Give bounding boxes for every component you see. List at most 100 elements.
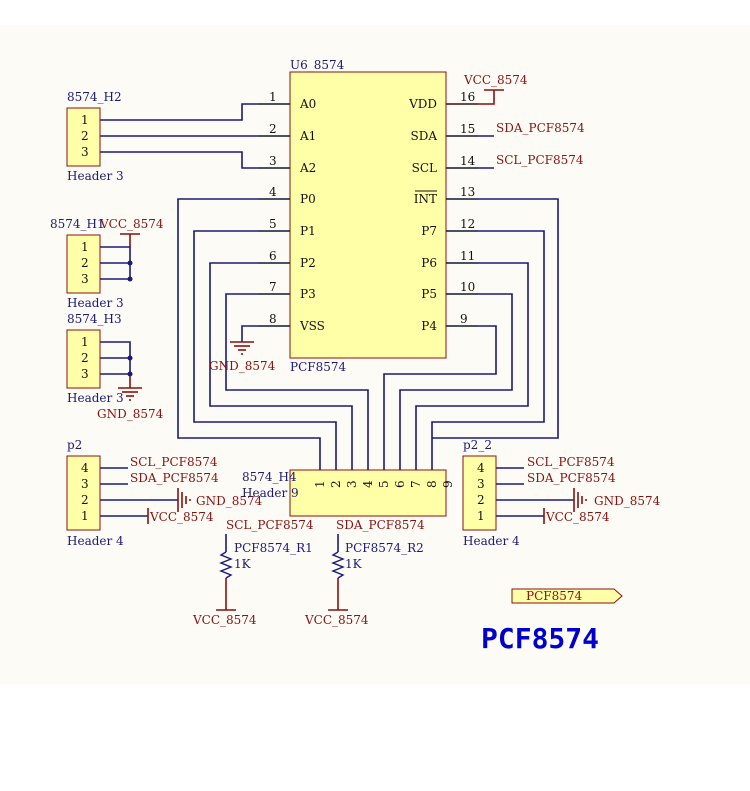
- pin-num-14: 14: [460, 154, 476, 168]
- header-h4-pin-7: 7: [409, 480, 423, 488]
- resistor-r1-shape: [219, 551, 233, 579]
- junction-h3-b: [127, 371, 133, 377]
- header-h4-pin-3: 3: [345, 480, 359, 488]
- pin-name-p7: P7: [421, 224, 437, 238]
- header-p2-pin-3: 3: [81, 477, 89, 491]
- header-p22-pin-4: 4: [477, 461, 485, 475]
- pin-num-16: 16: [460, 90, 475, 104]
- port-label: PCF8574: [526, 589, 582, 603]
- pin-num-6: 6: [269, 249, 277, 263]
- pin-name-p4: P4: [421, 319, 437, 333]
- header-h4-type: Header 9: [242, 486, 299, 500]
- pin-name-scl: SCL: [412, 161, 437, 175]
- junction-h1-b: [127, 276, 133, 282]
- resistor-r2-bottom-net: VCC_8574: [304, 613, 369, 627]
- header-h4-pin-9: 9: [441, 480, 455, 488]
- pin-num-5: 5: [269, 217, 277, 231]
- header-p22-type: Header 4: [463, 534, 520, 548]
- port-flag: [511, 588, 623, 604]
- wire-p0: [177, 198, 321, 470]
- pin-num-9: 9: [460, 312, 468, 326]
- header-p22-pin-3: 3: [477, 477, 485, 491]
- pin-num-1: 1: [269, 90, 277, 104]
- header-h3-pin-2: 2: [81, 351, 89, 365]
- pin-name-p3: P3: [300, 287, 316, 301]
- resistor-r1-value: 1K: [234, 557, 252, 571]
- resistor-r1-bottom-net: VCC_8574: [192, 613, 257, 627]
- net-vcc-vdd: VCC_8574: [463, 73, 528, 87]
- pin-name-a0: A0: [299, 97, 316, 111]
- resistor-r1-top-net: SCL_PCF8574: [226, 518, 314, 532]
- pin-name-p6: P6: [421, 256, 437, 270]
- pin-num-10: 10: [460, 280, 475, 294]
- resistor-shapes: [219, 551, 345, 579]
- net-gnd-vss: GND_8574: [209, 359, 276, 373]
- header-h3-pin-3: 3: [81, 367, 89, 381]
- pin-name-p0: P0: [300, 192, 316, 206]
- header-p2-net-scl: SCL_PCF8574: [130, 455, 218, 469]
- header-h3-type: Header 3: [67, 391, 124, 405]
- header-p2-body: [66, 455, 101, 531]
- header-h1-pin-1: 1: [81, 240, 89, 254]
- header-h4-pin-1: 1: [313, 480, 327, 488]
- header-h3-body: [66, 329, 101, 389]
- pin-name-p5: P5: [421, 287, 437, 301]
- header-h2-designator: 8574_H2: [67, 90, 122, 104]
- pin-name-a2: A2: [299, 161, 316, 175]
- component-bodies: [66, 71, 497, 531]
- header-h4-pins: 1 2 3 4 5 6 7 8 9: [313, 480, 455, 488]
- chip-part: PCF8574: [290, 360, 346, 374]
- pin-name-vss: VSS: [299, 319, 325, 333]
- chip-body: [289, 71, 447, 359]
- wire-int: [432, 198, 559, 439]
- pin-num-2: 2: [269, 122, 277, 136]
- gnd-p2: [177, 488, 191, 512]
- header-h1-net: VCC_8574: [99, 217, 164, 231]
- header-p22-pin-2: 2: [477, 493, 485, 507]
- header-h2-type: Header 3: [67, 169, 124, 183]
- header-p22-net-vcc: VCC_8574: [545, 510, 610, 524]
- gnd-p22: [573, 488, 587, 512]
- chip-designator: U6_8574: [290, 58, 345, 72]
- header-p22-body: [462, 455, 497, 531]
- net-scl: SCL_PCF8574: [496, 153, 584, 167]
- header-h1-pin-3: 3: [81, 272, 89, 286]
- header-p2-pin-2: 2: [81, 493, 89, 507]
- wire-p3: [225, 293, 369, 470]
- header-p22-net-sda: SDA_PCF8574: [527, 471, 616, 485]
- header-p2-designator: p2: [67, 438, 82, 452]
- pin-name-a1: A1: [299, 129, 316, 143]
- header-p22-net-gnd: GND_8574: [594, 494, 661, 508]
- header-h3-net: GND_8574: [97, 407, 164, 421]
- resistor-r2-designator: PCF8574_R2: [345, 541, 424, 555]
- header-h2-pin-2: 2: [81, 129, 89, 143]
- header-p2-pin-1: 1: [81, 509, 89, 523]
- wire-p6: [415, 262, 529, 470]
- junction-h1: [127, 260, 133, 266]
- header-p22-net-scl: SCL_PCF8574: [527, 455, 615, 469]
- pin-num-13: 13: [460, 185, 475, 199]
- header-p2-net-sda: SDA_PCF8574: [130, 471, 219, 485]
- header-h1-designator: 8574_H1: [50, 217, 105, 231]
- header-p22-pin-1: 1: [477, 509, 485, 523]
- header-h4-pin-4: 4: [361, 480, 375, 488]
- header-h2-pin-1: 1: [81, 113, 89, 127]
- header-p22-designator: p2_2: [463, 438, 492, 452]
- pin-num-8: 8: [269, 312, 277, 326]
- header-h2-body: [66, 107, 101, 167]
- header-h2-pin-3: 3: [81, 145, 89, 159]
- net-sda: SDA_PCF8574: [496, 121, 585, 135]
- wire-p4: [383, 325, 497, 470]
- pin-name-p1: P1: [300, 224, 316, 238]
- header-h4-pin-2: 2: [329, 480, 343, 488]
- resistor-r2-value: 1K: [345, 557, 363, 571]
- pin-num-11: 11: [460, 249, 475, 263]
- pin-name-int: INT: [414, 192, 437, 206]
- pin-name-p2: P2: [300, 256, 316, 270]
- sheet-title: PCF8574: [481, 622, 599, 655]
- pin-num-12: 12: [460, 217, 475, 231]
- junction-h3: [127, 355, 133, 361]
- wires: [100, 90, 574, 610]
- wire-p1: [193, 230, 337, 470]
